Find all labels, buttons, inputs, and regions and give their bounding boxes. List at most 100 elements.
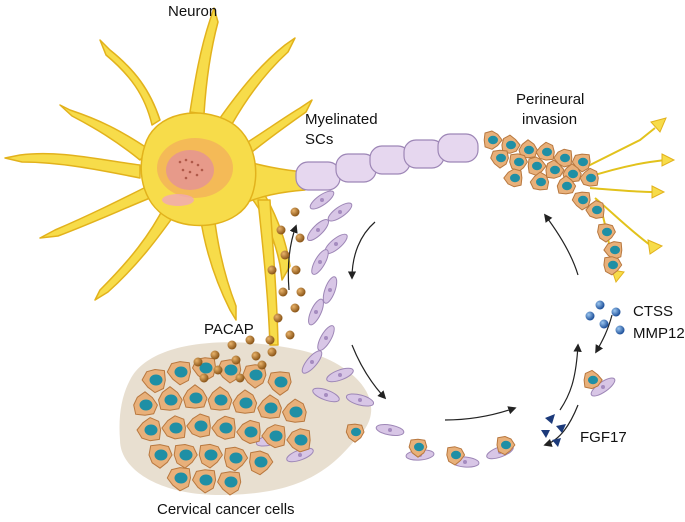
cancer-cell-nucleus — [550, 165, 560, 175]
cancer-cell-nucleus — [224, 364, 238, 376]
cancer-cell-nucleus — [351, 427, 361, 437]
pacap-granule — [210, 350, 220, 360]
invading-cancer-cell — [529, 171, 550, 191]
pacap-granule — [199, 373, 209, 383]
fgf17-label: FGF17 — [580, 429, 627, 446]
cancer-cell-nucleus — [488, 135, 498, 145]
invading-cancer-cell — [345, 423, 365, 443]
tumor-cell — [286, 428, 311, 453]
pacap-granule — [267, 347, 277, 357]
cancer-cell-nucleus — [510, 173, 520, 183]
invading-cancer-cell — [603, 241, 623, 260]
invading-cancer-cell — [503, 168, 523, 188]
pacap-granule — [265, 335, 275, 345]
tumor-cell — [186, 413, 211, 438]
mmp-arrow — [595, 314, 613, 354]
tumor-cell — [261, 424, 286, 449]
tumor-cell — [217, 471, 242, 496]
cycle-arrow-icon — [347, 213, 582, 421]
myelin-sheath — [295, 133, 479, 191]
invading-cancer-cell — [408, 438, 428, 458]
cancer-cell-nucleus — [578, 195, 588, 205]
invading-cancer-cell — [585, 200, 605, 219]
cancer-cell-nucleus — [414, 442, 424, 452]
cancer-cell-nucleus — [169, 422, 183, 434]
tumor-cell — [141, 369, 166, 394]
cancer-cell-nucleus — [229, 452, 243, 464]
cancer-cell-nucleus — [149, 374, 163, 386]
cancer-cell-nucleus — [524, 145, 534, 155]
pacap-granule — [290, 303, 300, 313]
pacap-granule — [251, 351, 261, 361]
cancer-cell-nucleus — [189, 392, 203, 404]
cancer-cell-nucleus — [294, 434, 308, 446]
pacap-granule — [245, 335, 255, 345]
perineural-label-sub: invasion — [522, 111, 578, 128]
tumor-cell — [207, 386, 233, 411]
tumor-cell — [267, 371, 292, 396]
myelinated-label: Myelinated — [305, 111, 378, 128]
tumor-cell — [249, 450, 274, 476]
invading-cancer-cell — [509, 153, 528, 173]
cancer-cell-nucleus — [164, 394, 178, 406]
cancer-cell-nucleus — [578, 157, 588, 167]
pacap-granule — [296, 287, 306, 297]
cancer-cell-nucleus — [254, 456, 268, 468]
tumor-cell — [161, 415, 186, 440]
cancer-cell-nucleus — [588, 375, 598, 385]
pacap-granule — [278, 287, 288, 297]
cancer-cell-nucleus — [174, 472, 188, 484]
invading-cancer-cell — [545, 159, 565, 179]
tumor-background — [119, 342, 372, 495]
invading-cancer-cell — [603, 256, 623, 276]
cancer-cell-nucleus — [269, 430, 283, 442]
pacap-granule — [290, 207, 300, 217]
tumor-cell — [257, 394, 282, 419]
cancer-cell-nucleus — [174, 366, 188, 378]
cancer-cell-nucleus — [249, 369, 263, 381]
cancer-cell-nucleus — [451, 450, 461, 460]
cancer-cell-nucleus — [244, 426, 258, 438]
cancer-cell-nucleus — [560, 153, 570, 163]
cancer-cell-nucleus — [602, 227, 612, 237]
cancer-cell-nucleus — [608, 260, 618, 270]
pacap-granule — [193, 357, 203, 367]
pacap-granule — [291, 265, 301, 275]
cancer-cell-nucleus — [154, 449, 168, 461]
invading-cancer-cell — [490, 149, 509, 169]
cancer-cell-icon — [133, 357, 311, 496]
invading-cancer-cell — [483, 130, 503, 150]
fgf17-triangle-icon — [541, 414, 566, 447]
cancer-cell-nucleus — [506, 140, 516, 150]
cancer-cell-nucleus — [496, 153, 506, 163]
tumor-cell — [148, 444, 173, 469]
fgf-arrow — [543, 404, 579, 447]
tumor-cell — [158, 386, 183, 411]
cancer-cell-nucleus — [592, 205, 602, 215]
pacap-granule — [280, 250, 290, 260]
cancer-cell-nucleus — [194, 420, 208, 432]
pacap-arrow — [287, 224, 298, 291]
cancer-cell-nucleus — [204, 449, 218, 461]
ctss-molecule-icon — [585, 300, 625, 335]
tumor-cell — [133, 391, 158, 416]
pacap-granule — [227, 340, 237, 350]
invading-cancer-cell — [571, 191, 591, 211]
mmp12-label: MMP12 — [633, 325, 685, 342]
cancer-cell-nucleus — [199, 362, 213, 374]
pacap-granule — [295, 233, 305, 243]
cancer-cell-nucleus — [586, 173, 596, 183]
tumor-cell — [242, 364, 267, 389]
pacap-granule — [276, 225, 286, 235]
tumor-cell — [192, 469, 217, 494]
axon-terminal-ends — [611, 117, 676, 284]
tumor-cell — [282, 398, 307, 423]
invading-cancer-cell — [553, 148, 573, 168]
neuron-label: Neuron — [168, 3, 218, 20]
pacap-granule — [273, 313, 283, 323]
invading-cancer-cell — [579, 167, 599, 187]
invading-cancer-cell — [597, 223, 616, 243]
invading-cancer-cell — [556, 175, 577, 195]
tumor-cell — [198, 443, 223, 469]
pacap-granule-icon — [193, 207, 306, 383]
